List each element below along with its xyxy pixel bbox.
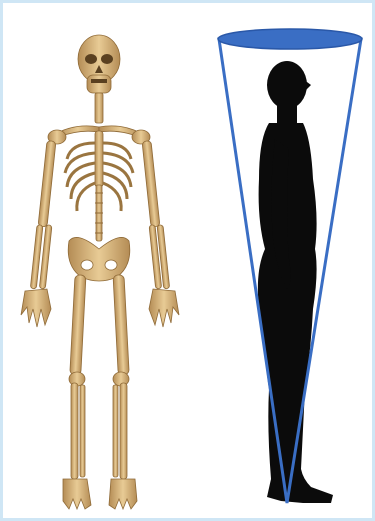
left-obturator: [81, 260, 93, 270]
left-foot: [63, 479, 91, 509]
left-humerus: [38, 141, 56, 227]
right-femur: [113, 275, 129, 375]
right-eye-socket: [101, 54, 113, 64]
right-tibia: [120, 383, 127, 479]
cone-top-ellipse: [218, 29, 362, 49]
sternum: [95, 131, 103, 187]
left-eye-socket: [85, 54, 97, 64]
silhouette-neck: [277, 105, 297, 125]
silhouette-cone-illustration: [199, 9, 375, 517]
left-femur: [70, 275, 86, 375]
skeleton-illustration: [7, 9, 197, 517]
skeleton-panel: [7, 9, 197, 517]
cervical-spine: [95, 93, 103, 123]
left-tibia: [71, 383, 78, 479]
silhouette-head: [267, 61, 307, 109]
silhouette-panel: [199, 9, 375, 517]
left-hand: [21, 289, 51, 327]
right-fibula: [113, 385, 118, 477]
left-fibula: [80, 385, 85, 477]
teeth: [91, 79, 107, 83]
jaw: [87, 75, 111, 93]
right-humerus: [142, 141, 160, 227]
right-hand: [149, 289, 179, 327]
pelvis: [68, 237, 130, 281]
right-foot: [109, 479, 137, 509]
right-obturator: [105, 260, 117, 270]
